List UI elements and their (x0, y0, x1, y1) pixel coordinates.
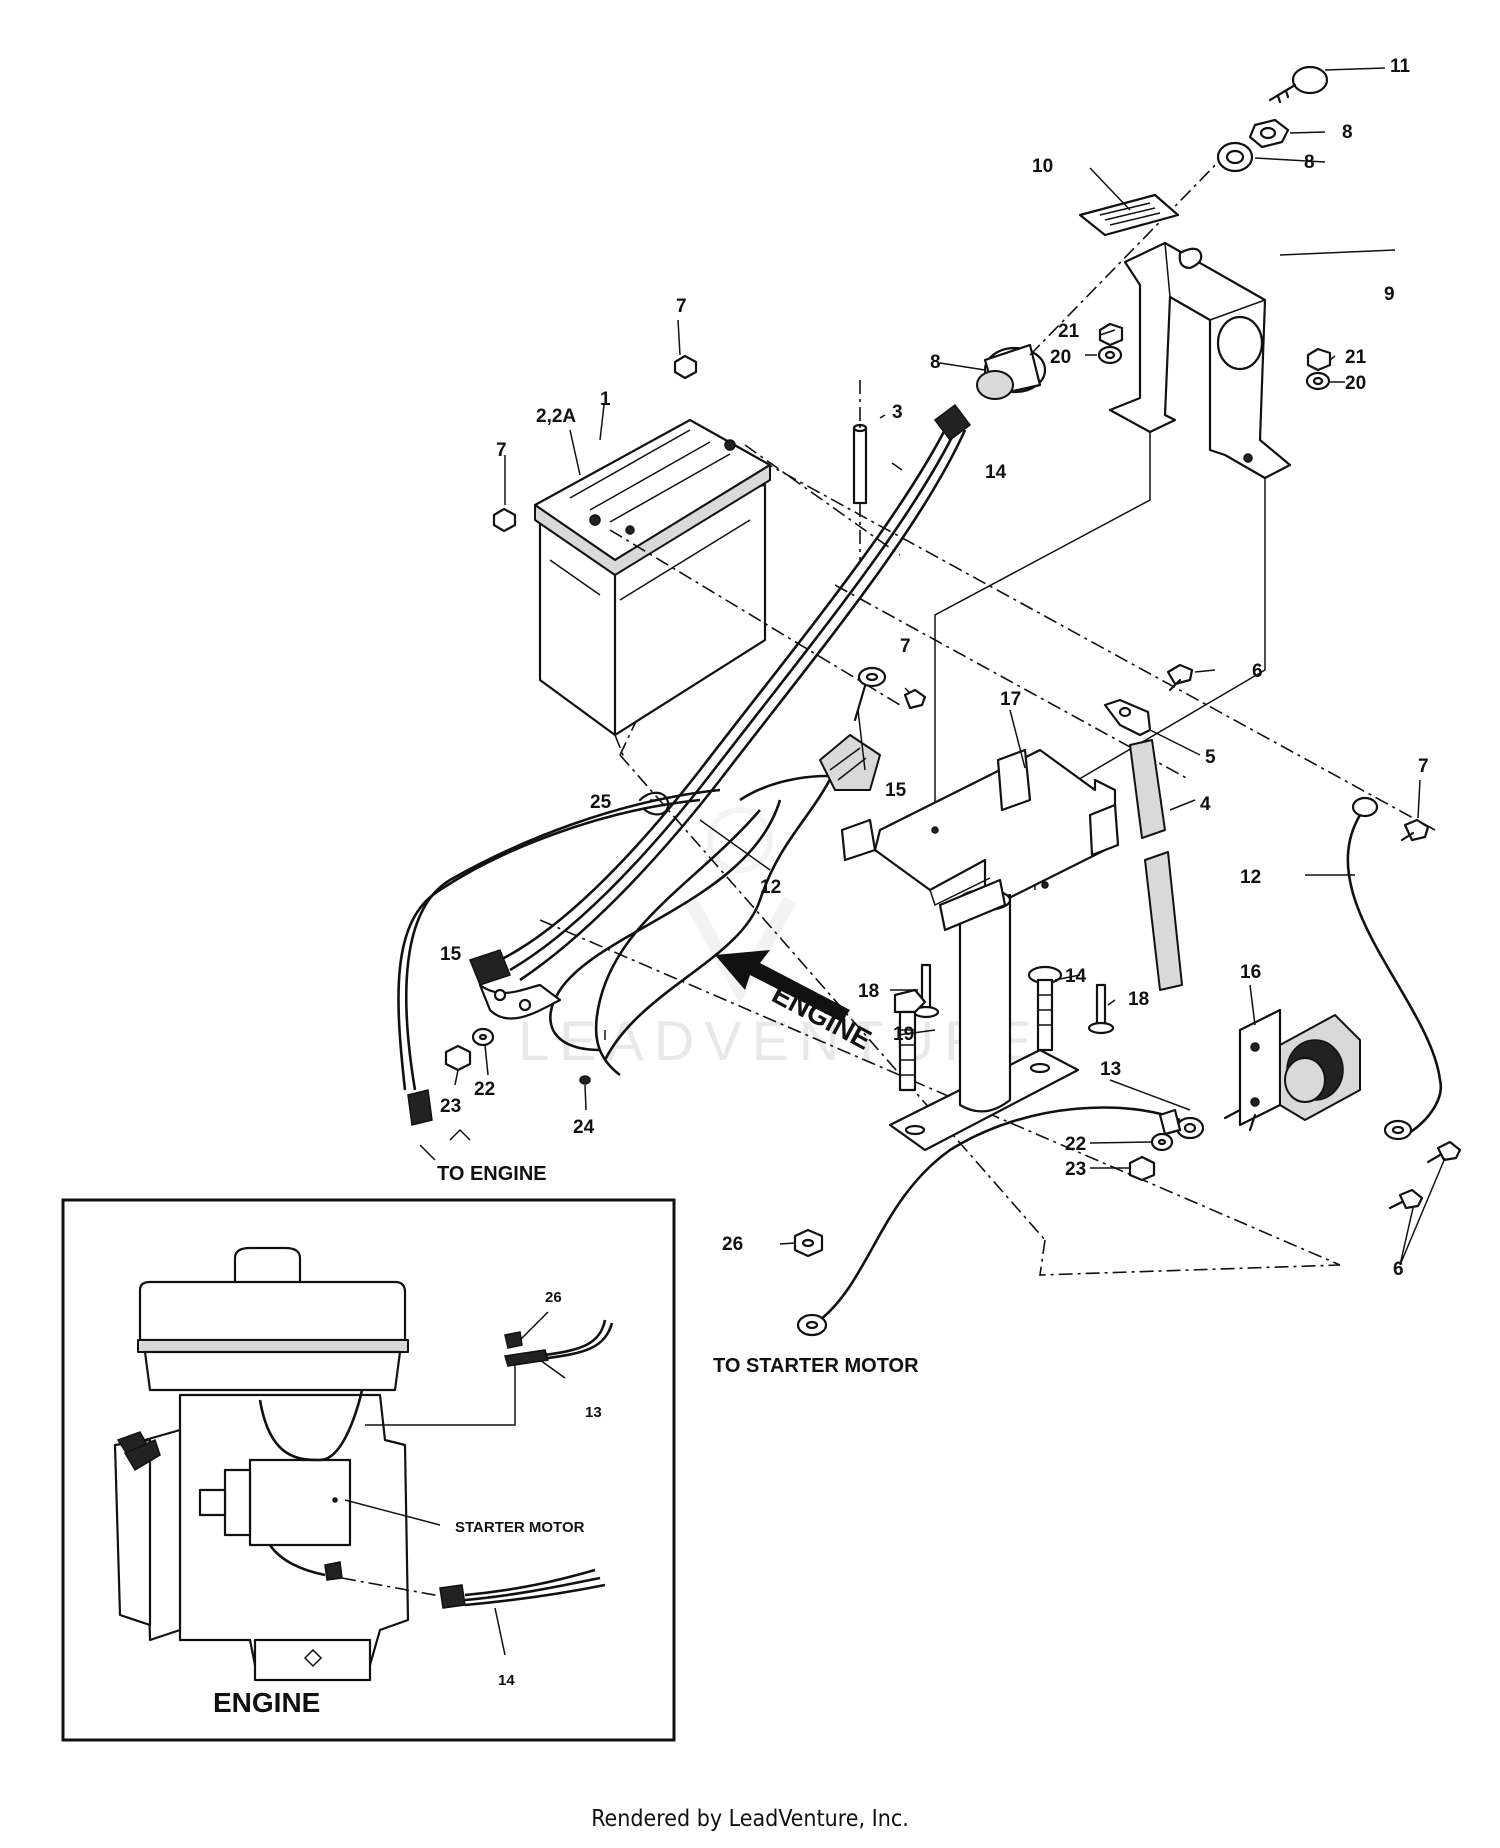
label-12: 12 (760, 877, 781, 898)
connector-15-lower (469, 949, 562, 1020)
hold-down-rod (852, 380, 868, 560)
nut-23-washer-22-left (444, 1027, 495, 1072)
label-8: 8 (930, 352, 941, 373)
label-26: 26 (722, 1234, 743, 1255)
bolt-14-carriage (1027, 965, 1063, 1052)
label-12: 12 (1240, 867, 1261, 888)
battery (533, 418, 772, 737)
label-18: 18 (1128, 989, 1149, 1010)
label-22: 22 (474, 1079, 495, 1100)
bolt-18-right (1087, 983, 1115, 1035)
inset-label-26: 26 (545, 1289, 562, 1306)
starter-motor-caption: STARTER MOTOR (455, 1519, 585, 1536)
label-23: 23 (440, 1096, 461, 1117)
screw-6-top (1166, 663, 1194, 692)
label-6: 6 (1393, 1259, 1404, 1280)
nut-21-left (1098, 322, 1124, 347)
label-21: 21 (1058, 321, 1080, 342)
label-19: 19 (893, 1024, 914, 1045)
screw-7-mid (903, 688, 927, 710)
washer-22-nut-23-right (1128, 1132, 1174, 1182)
to-engine-caption: TO ENGINE (437, 1163, 547, 1185)
nut-24 (579, 1075, 591, 1085)
ring-terminal-7 (853, 666, 887, 722)
washer-20-right (1305, 371, 1331, 391)
label-7: 7 (676, 296, 687, 317)
lock-washer-switch (1216, 141, 1254, 173)
battery-terminal-posts (589, 439, 736, 535)
switch-bracket (1108, 241, 1292, 480)
nut-26 (793, 1228, 824, 1258)
starter-cable (796, 1106, 1205, 1337)
label-2-2a: 2,2A (536, 406, 576, 427)
inset-label-13: 13 (585, 1404, 602, 1421)
label-24: 24 (573, 1117, 595, 1138)
label-7: 7 (900, 636, 911, 657)
label-6: 6 (1252, 661, 1263, 682)
label-23: 23 (1065, 1159, 1086, 1180)
key (1268, 65, 1329, 104)
battery-tray (840, 748, 1120, 912)
label-8: 8 (1304, 152, 1315, 173)
label-18: 18 (858, 981, 879, 1002)
engine-plug-connector (407, 1089, 433, 1126)
label-15: 15 (885, 780, 907, 801)
label-8: 8 (1342, 122, 1353, 143)
label-11: 11 (1390, 56, 1411, 77)
washer-20-left (1097, 345, 1123, 365)
watermark: LEADVENTURE (518, 1009, 1042, 1072)
engine-inset: 26 13 STARTER MOTOR 14 ENGINE (61, 1198, 676, 1742)
sleeve-hose (1129, 739, 1183, 991)
part-labels: 7 2,2A 1 7 3 8 14 10 11 8 8 9 21 20 21 2… (437, 56, 1429, 1377)
label-13: 13 (1100, 1059, 1121, 1080)
nut-7-left (492, 507, 517, 533)
battery-cable-right (1346, 796, 1443, 1141)
wiring-harness (397, 419, 967, 1091)
boot-15-upper (819, 734, 881, 791)
label-10: 10 (1032, 156, 1053, 177)
clip-25 (638, 791, 670, 816)
watermark-logo (683, 807, 797, 1005)
bolt-19 (893, 988, 927, 1092)
label-16: 16 (1240, 962, 1261, 983)
label-15: 15 (440, 944, 462, 965)
nut-21-right (1306, 347, 1332, 372)
label-1: 1 (600, 389, 611, 410)
label-20: 20 (1050, 347, 1071, 368)
label-7: 7 (496, 440, 507, 461)
inset-label-14: 14 (498, 1672, 515, 1689)
screw-7-right (1400, 818, 1430, 842)
label-17: 17 (1000, 689, 1021, 710)
harness-connector-14 (933, 403, 972, 442)
label-14: 14 (1065, 966, 1087, 987)
label-5: 5 (1205, 747, 1216, 768)
label-25: 25 (590, 792, 612, 813)
label-20: 20 (1345, 373, 1366, 394)
to-starter-motor-caption: TO STARTER MOTOR (713, 1355, 919, 1377)
leader-lines (419, 67, 1446, 1266)
label-4: 4 (1200, 794, 1211, 815)
hose-clamp (1103, 698, 1152, 737)
label-9: 9 (1384, 284, 1395, 305)
warning-decal (1078, 193, 1180, 237)
screws-6-bottom (1388, 1140, 1462, 1210)
label-14: 14 (985, 462, 1007, 483)
label-22: 22 (1065, 1134, 1086, 1155)
tray-support-post (888, 878, 1080, 1152)
starter-solenoid (1223, 1008, 1361, 1132)
label-7: 7 (1418, 756, 1429, 777)
label-3: 3 (892, 402, 903, 423)
label-21: 21 (1345, 347, 1367, 368)
engine-inset-title: ENGINE (213, 1687, 320, 1718)
hex-nut-switch (1248, 118, 1290, 149)
ignition-switch (976, 154, 1226, 400)
battery-hold-line (609, 444, 901, 761)
nut-7-top (673, 354, 698, 380)
footer-credit: Rendered by LeadVenture, Inc. (591, 1806, 909, 1832)
